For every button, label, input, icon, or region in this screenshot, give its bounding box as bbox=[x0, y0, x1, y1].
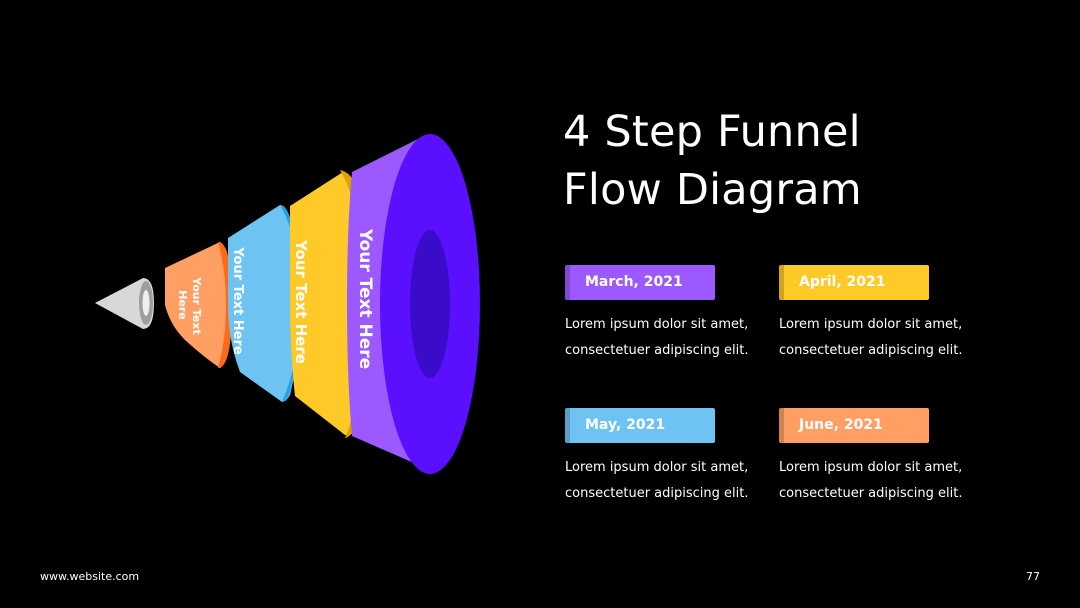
funnel-section-1 bbox=[347, 134, 480, 474]
desc-line: Lorem ipsum dolor sit amet, bbox=[779, 317, 963, 332]
step-card-3: May, 2021 Lorem ipsum dolor sit amet, co… bbox=[565, 408, 765, 507]
footer-url: www.website.com bbox=[40, 570, 140, 583]
funnel-label-1: Your Text Here bbox=[355, 228, 375, 369]
date-tag-2: April, 2021 bbox=[779, 265, 929, 300]
desc-line: Lorem ipsum dolor sit amet, bbox=[779, 460, 963, 475]
date-label-3: May, 2021 bbox=[585, 417, 666, 433]
date-tag-4: June, 2021 bbox=[779, 408, 929, 443]
funnel-label-3: Your Text Here bbox=[230, 246, 245, 355]
step-card-2: April, 2021 Lorem ipsum dolor sit amet, … bbox=[779, 265, 979, 364]
funnel-label-2: Your Text Here bbox=[292, 239, 310, 364]
title-line-1: 4 Step Funnel bbox=[563, 107, 861, 157]
desc-line: consectetuer adipiscing elit. bbox=[779, 343, 963, 358]
desc-line: consectetuer adipiscing elit. bbox=[779, 486, 963, 501]
date-tag-3: May, 2021 bbox=[565, 408, 715, 443]
date-label-1: March, 2021 bbox=[585, 274, 683, 290]
funnel-tip bbox=[95, 278, 154, 329]
desc-line: Lorem ipsum dolor sit amet, bbox=[565, 460, 749, 475]
funnel-label-4a: Your Text bbox=[190, 276, 203, 334]
date-label-4: June, 2021 bbox=[799, 417, 883, 433]
step-description-1: Lorem ipsum dolor sit amet, consectetuer… bbox=[565, 312, 765, 364]
date-tag-1: March, 2021 bbox=[565, 265, 715, 300]
funnel-label-4b: Here bbox=[176, 290, 189, 320]
page-number: 77 bbox=[1026, 570, 1040, 583]
step-card-1: March, 2021 Lorem ipsum dolor sit amet, … bbox=[565, 265, 765, 364]
funnel-section-3 bbox=[228, 205, 302, 402]
step-description-4: Lorem ipsum dolor sit amet, consectetuer… bbox=[779, 455, 979, 507]
step-description-3: Lorem ipsum dolor sit amet, consectetuer… bbox=[565, 455, 765, 507]
step-card-4: June, 2021 Lorem ipsum dolor sit amet, c… bbox=[779, 408, 979, 507]
title-line-2: Flow Diagram bbox=[563, 165, 862, 215]
date-label-2: April, 2021 bbox=[799, 274, 886, 290]
desc-line: consectetuer adipiscing elit. bbox=[565, 343, 749, 358]
desc-line: Lorem ipsum dolor sit amet, bbox=[565, 317, 749, 332]
desc-line: consectetuer adipiscing elit. bbox=[565, 486, 749, 501]
step-description-2: Lorem ipsum dolor sit amet, consectetuer… bbox=[779, 312, 979, 364]
page-title: 4 Step Funnel Flow Diagram bbox=[563, 103, 862, 219]
